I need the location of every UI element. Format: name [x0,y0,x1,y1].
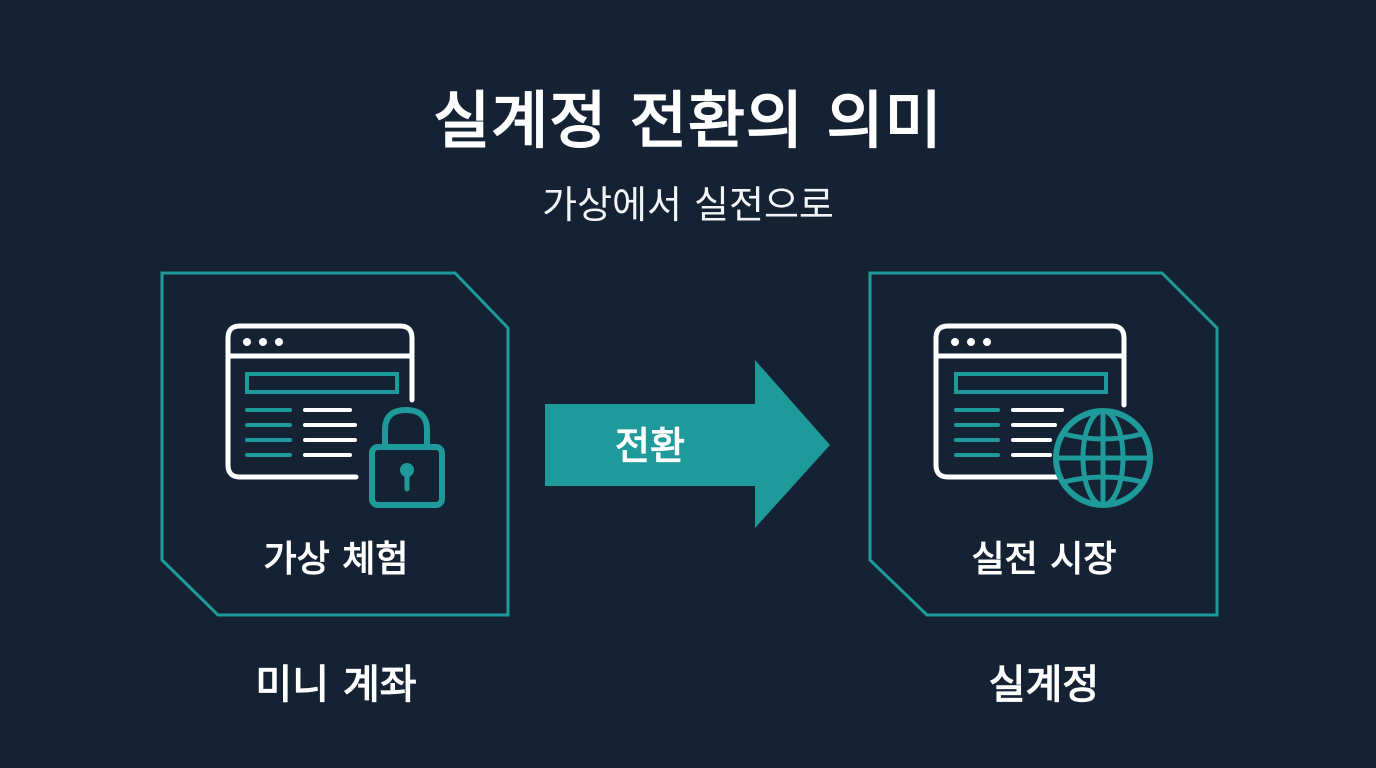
globe-icon [1053,408,1153,508]
right-box-frame [868,271,1219,617]
page-subtitle: 가상에서 실전으로 [542,183,834,227]
lock-icon [369,406,445,508]
right-box-label: 실전 시장 [971,539,1117,580]
arrow-label: 전환 [615,424,685,468]
right-under-label: 실계정 [988,662,1100,708]
left-under-label: 미니 계좌 [255,662,417,708]
page-title: 실계정 전환의 의미 [433,84,943,157]
left-box-frame [160,271,510,617]
left-browser-window-icon [225,323,415,480]
right-browser-window-icon [933,323,1127,480]
transition-arrow [545,360,830,528]
left-box-label: 가상 체험 [263,539,409,580]
